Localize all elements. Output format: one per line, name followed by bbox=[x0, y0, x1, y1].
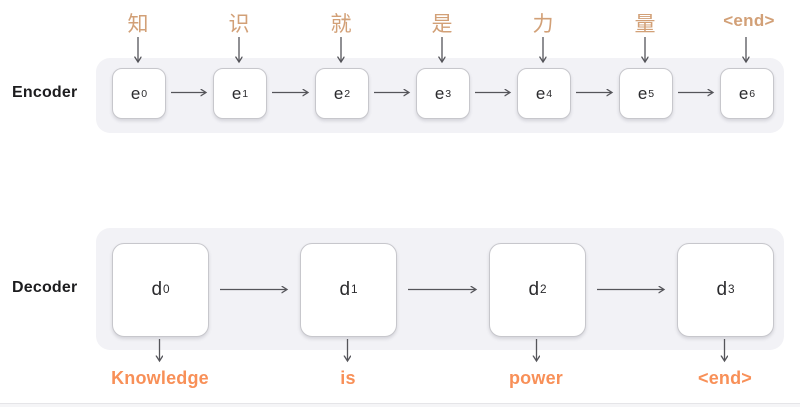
cell-label: d bbox=[339, 279, 351, 300]
input-token-3: 是 bbox=[431, 13, 453, 36]
cell-label: d bbox=[716, 279, 728, 300]
input-token-2: 就 bbox=[330, 13, 352, 36]
input-token-1: 识 bbox=[228, 13, 250, 36]
cell-label: d bbox=[528, 279, 540, 300]
input-token-end: <end> bbox=[723, 11, 775, 30]
cell-label: e bbox=[130, 83, 141, 103]
input-token-0: 知 bbox=[127, 13, 149, 36]
cell-label: e bbox=[637, 83, 648, 103]
encoder-label: Encoder bbox=[12, 84, 78, 101]
output-token-0: Knowledge bbox=[111, 368, 209, 388]
cell-label: e bbox=[535, 83, 546, 103]
output-token-2: power bbox=[508, 368, 564, 388]
output-token-end: <end> bbox=[697, 368, 753, 388]
cell-label: e bbox=[434, 83, 445, 103]
cell-label: e bbox=[738, 83, 749, 103]
output-token-1: is bbox=[340, 368, 356, 388]
input-token-4: 力 bbox=[532, 13, 554, 36]
cell-label: e bbox=[231, 83, 242, 103]
decoder-label: Decoder bbox=[12, 279, 78, 296]
input-token-5: 量 bbox=[634, 13, 656, 36]
cell-label: e bbox=[333, 83, 344, 103]
bottom-divider bbox=[0, 403, 800, 407]
cell-label: d bbox=[151, 279, 163, 300]
